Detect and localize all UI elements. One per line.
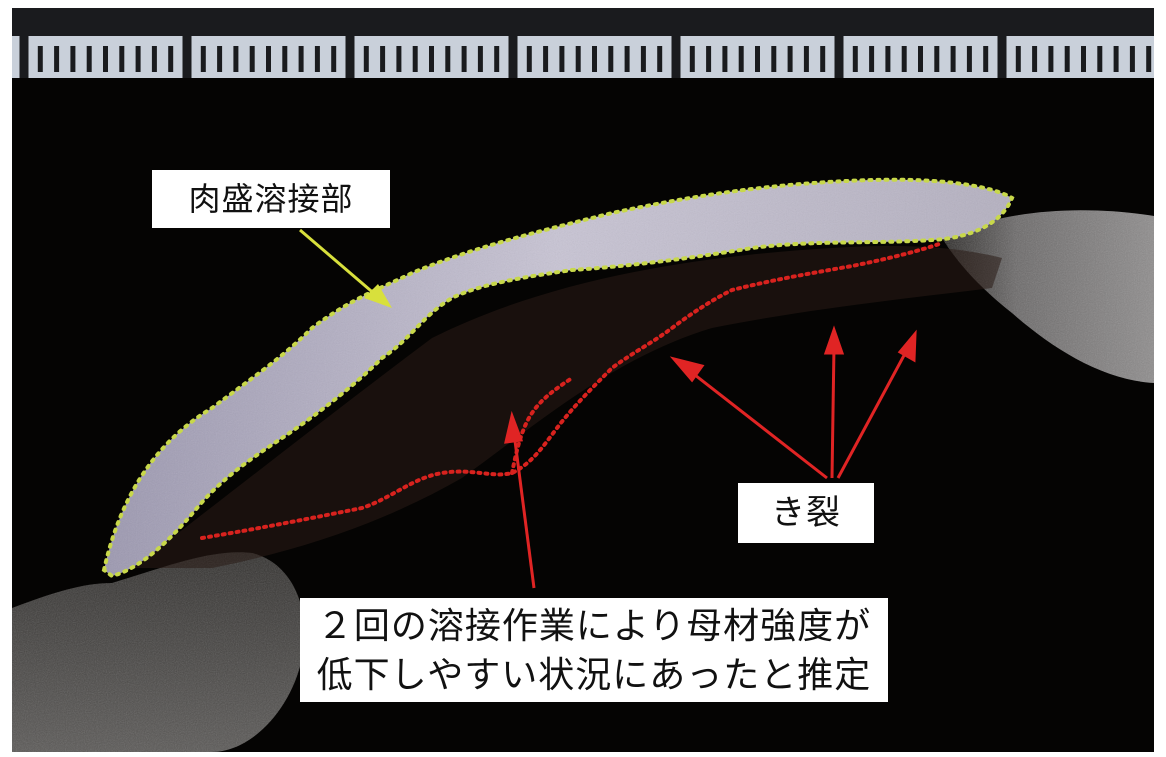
conclusion-note: ２回の溶接作業により母材強度が 低下しやすい状況にあったと推定 xyxy=(300,598,888,702)
scale-ruler xyxy=(12,8,1154,78)
weld-arrow xyxy=(300,230,392,308)
conclusion-line-1: ２回の溶接作業により母材強度が xyxy=(300,602,888,651)
weld-overlay-label: 肉盛溶接部 xyxy=(152,170,390,228)
conclusion-line-2: 低下しやすい状況にあったと推定 xyxy=(300,651,888,700)
crack-label: き裂 xyxy=(738,483,874,543)
